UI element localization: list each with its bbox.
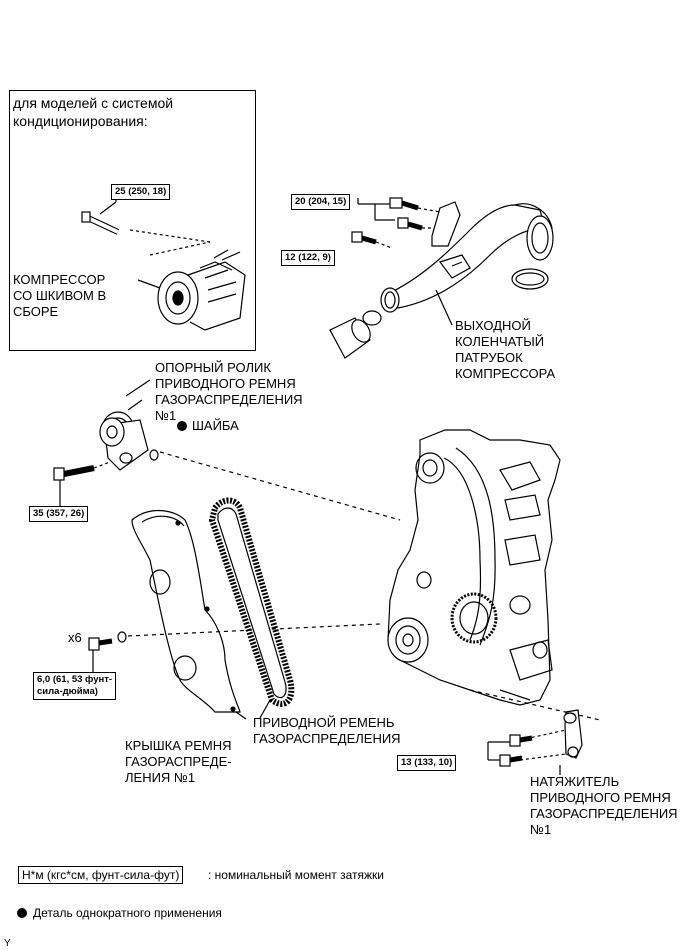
timing-belt-drawing xyxy=(208,497,295,707)
inset-heading: для моделей с системой кондиционирования… xyxy=(13,95,174,129)
idler-leader xyxy=(125,379,151,397)
washer-label: ШАЙБА xyxy=(192,418,239,433)
legend-unit-text: : номинальный момент затяжки xyxy=(208,868,384,882)
engine-block-drawing xyxy=(387,429,561,706)
cover-label: КРЫШКА РЕМНЯ ГАЗОРАСПРЕДЕ- ЛЕНИЯ №1 xyxy=(125,738,232,785)
compressor-bolt-torque: 25 (250, 18) xyxy=(111,184,171,200)
outlet-pipe-label: ВЫХОДНОЙ КОЛЕНЧАТЫЙ ПАТРУБОК КОМПРЕССОРА xyxy=(455,318,556,381)
legend-single-use: Деталь однократного применения xyxy=(33,906,222,920)
compressor-bolt-drawing xyxy=(81,196,120,235)
belt-leader xyxy=(259,699,271,719)
tensioner-label: НАТЯЖИТЕЛЬ ПРИВОДНОГО РЕМНЯ ГАЗОРАСПРЕДЕ… xyxy=(530,774,678,837)
compressor-label: КОМПРЕССОР СО ШКИВОМ В СБОРЕ xyxy=(13,272,107,319)
legend-unit-box: Н*м (кгс*см, фунт-сила-фут) xyxy=(18,866,184,884)
cover-leader xyxy=(235,711,247,720)
ac-models-inset xyxy=(9,90,256,351)
tensioner-drawing xyxy=(469,689,601,775)
washer-bullet xyxy=(177,421,187,431)
tensioner-torque: 13 (133, 10) xyxy=(397,755,457,771)
idler-torque: 35 (357, 26) xyxy=(29,506,89,522)
timing-cover-drawing xyxy=(88,510,381,713)
cover-bolt-count: x6 xyxy=(68,630,82,645)
outlet-pipe-torque-a: 20 (204, 15) xyxy=(291,194,351,210)
idler-pulley-drawing xyxy=(53,399,401,521)
corner-mark: Y xyxy=(4,938,11,949)
belt-label: ПРИВОДНОЙ РЕМЕНЬ ГАЗОРАСПРЕДЕЛЕНИЯ xyxy=(253,715,401,746)
outlet-pipe-torque-b: 12 (122, 9) xyxy=(281,250,335,266)
cover-bolt-torque: 6,0 (61, 53 фунт- сила-дюйма) xyxy=(33,672,117,700)
outlet-pipe-drawing xyxy=(329,197,554,359)
legend-bullet xyxy=(17,908,27,918)
idler-label: ОПОРНЫЙ РОЛИК ПРИВОДНОГО РЕМНЯ ГАЗОРАСПР… xyxy=(155,360,303,423)
compressor-drawing xyxy=(129,229,246,331)
